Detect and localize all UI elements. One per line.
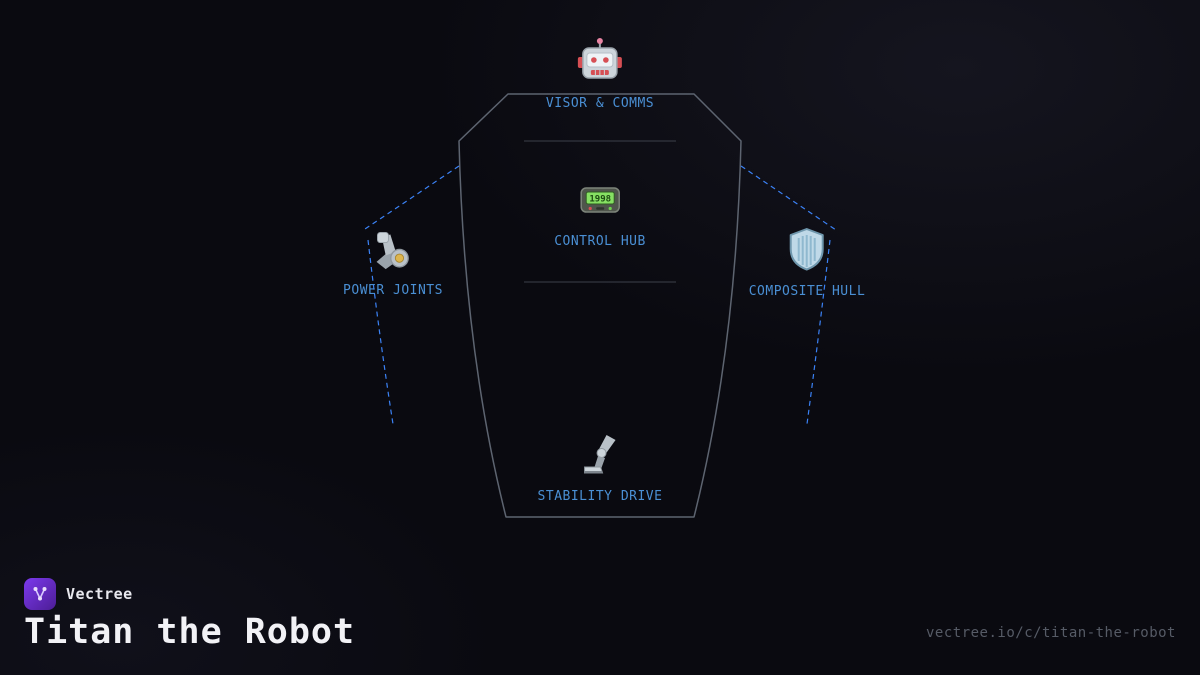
brand-name: Vectree bbox=[66, 585, 133, 603]
mech-arm-icon bbox=[371, 227, 415, 271]
torso-outline bbox=[458, 93, 742, 518]
node-label: POWER JOINTS bbox=[343, 283, 443, 298]
brand-row: Vectree bbox=[24, 578, 133, 610]
connector-right-down bbox=[806, 239, 831, 425]
node-control-hub[interactable]: 1998 CONTROL HUB bbox=[554, 178, 646, 249]
connector-left-diagonal bbox=[361, 165, 460, 232]
node-composite-hull[interactable]: COMPOSITE HULL bbox=[749, 226, 866, 299]
node-visor-comms[interactable]: VISOR & COMMS bbox=[546, 36, 654, 111]
robot-head-icon bbox=[576, 36, 624, 84]
node-power-joints[interactable]: POWER JOINTS bbox=[343, 227, 443, 298]
mech-leg-icon bbox=[578, 433, 622, 477]
node-label: CONTROL HUB bbox=[554, 234, 646, 249]
vectree-logo-icon bbox=[24, 578, 56, 610]
connector-right-diagonal bbox=[740, 165, 837, 231]
node-label: STABILITY DRIVE bbox=[537, 489, 663, 504]
connector-left-down bbox=[367, 239, 394, 425]
page-url: vectree.io/c/titan-the-robot bbox=[925, 625, 1176, 641]
node-label: COMPOSITE HULL bbox=[748, 284, 866, 299]
page-title: Titan the Robot bbox=[24, 612, 356, 652]
pager-display: 1998 bbox=[589, 195, 611, 205]
node-label: VISOR & COMMS bbox=[545, 96, 655, 111]
node-stability-drive[interactable]: STABILITY DRIVE bbox=[538, 433, 663, 504]
shield-icon bbox=[784, 226, 830, 272]
pager-icon: 1998 bbox=[578, 178, 622, 222]
